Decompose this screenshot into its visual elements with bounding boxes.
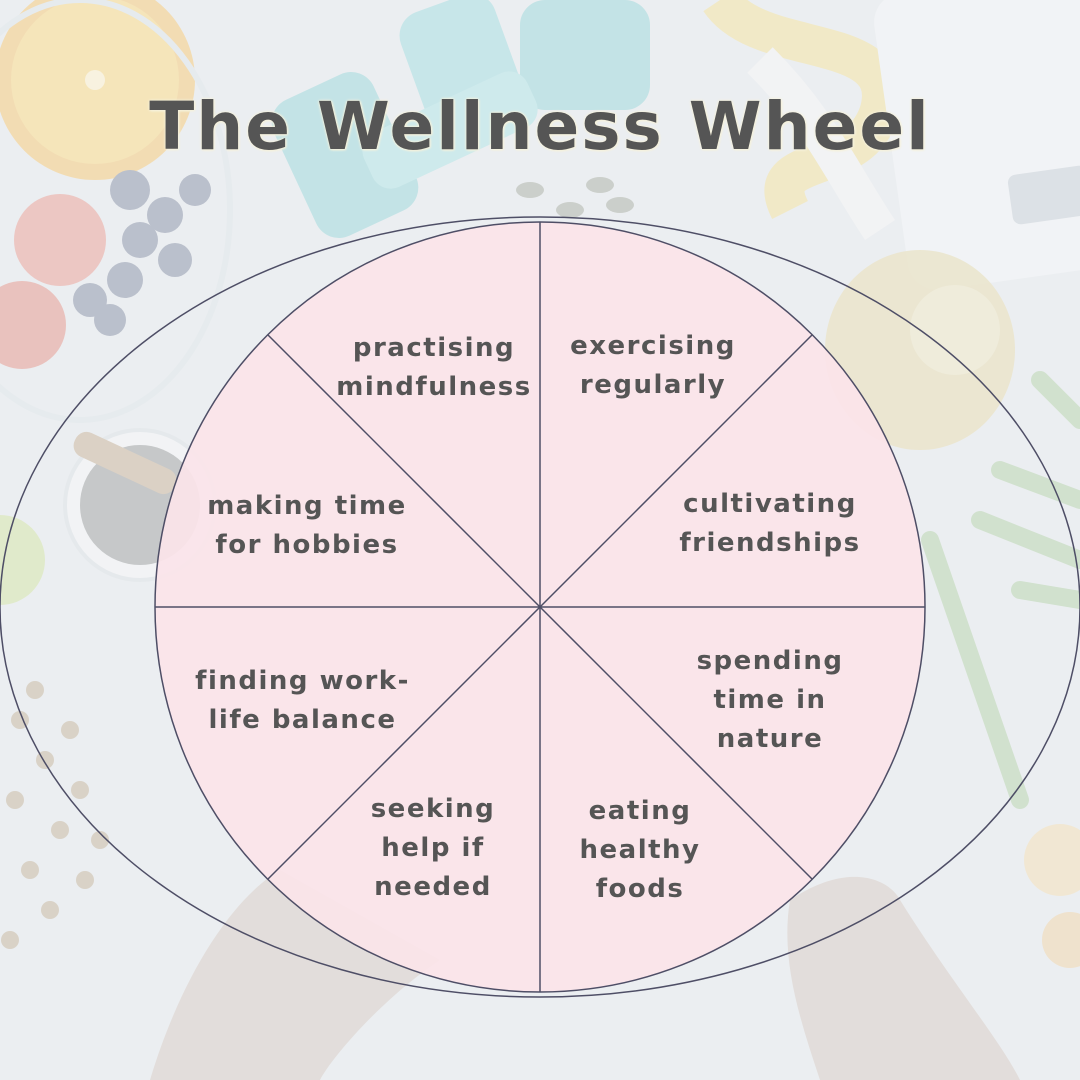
orange-icon xyxy=(0,0,195,180)
wheel-dividers xyxy=(155,222,925,992)
kitchen-scale-icon xyxy=(874,0,1080,290)
divider-diagonal-up xyxy=(267,334,813,880)
asparagus-icon xyxy=(921,371,1080,809)
diagram-title: The Wellness Wheel xyxy=(149,88,931,165)
outer-ellipse xyxy=(0,216,1080,998)
segment-label-friendships: cultivating friendships xyxy=(679,489,861,558)
seeds-icon xyxy=(516,177,634,218)
bowl-icon xyxy=(0,0,233,423)
measuring-tape-icon xyxy=(703,0,902,240)
segment-label-foods: eating healthy foods xyxy=(579,796,701,904)
onion-icon xyxy=(1024,824,1080,968)
segment-label-hobbies: making time for hobbies xyxy=(207,491,407,560)
segment-label-balance: finding work- life balance xyxy=(195,666,410,735)
segment-label-help: seeking help if needed xyxy=(370,794,496,902)
segment-label-mindfulness: practising mindfulness xyxy=(336,333,532,402)
tomato-icon xyxy=(0,194,106,369)
dumbbells-icon xyxy=(271,0,650,238)
segment-label-nature: spending time in nature xyxy=(696,646,844,754)
apple-icon xyxy=(0,515,45,605)
segment-label-exercise: exercising regularly xyxy=(570,331,736,400)
blueberries-icon xyxy=(73,170,211,336)
